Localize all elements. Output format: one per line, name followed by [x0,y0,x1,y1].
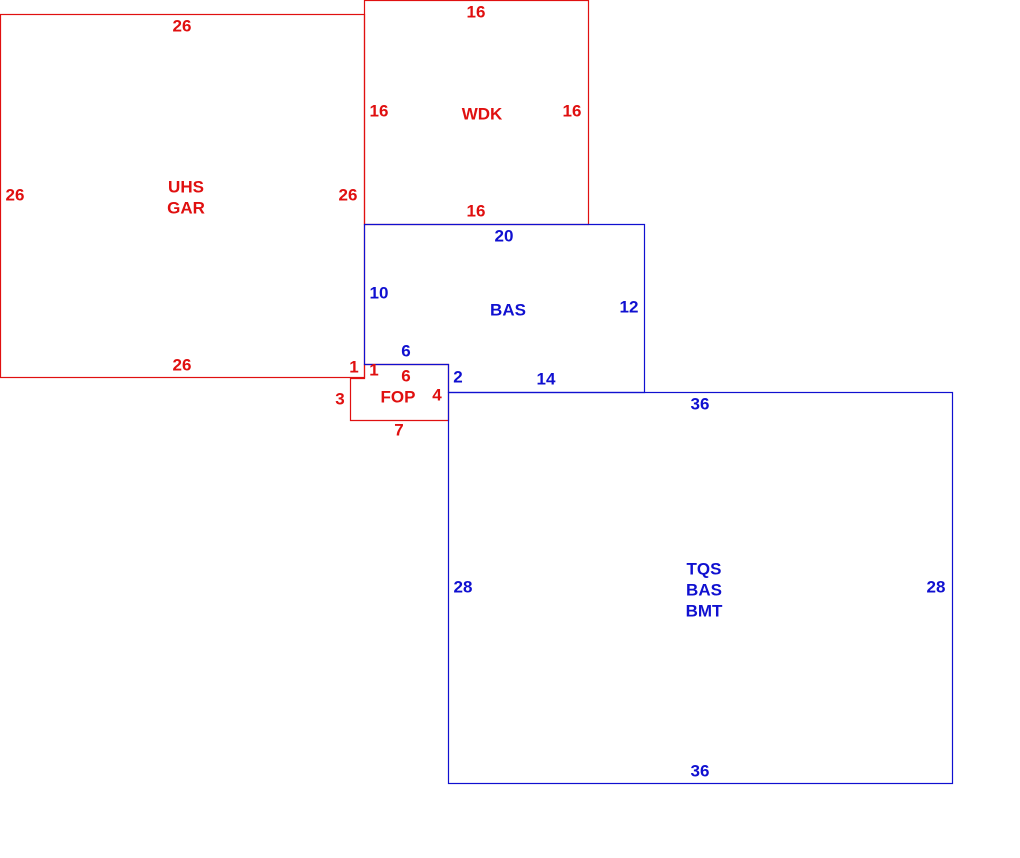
fop-left-dim: 3 [335,389,344,408]
tqs-left-dim: 28 [454,577,473,596]
uhs-right-dim: 26 [339,185,358,204]
tqs-bmt-label: BMT [686,601,723,620]
fop-top-dim: 6 [401,366,410,385]
tqs-bas-label: BAS [686,580,722,599]
bas-left-dim: 10 [370,283,389,302]
wdk-right-dim: 16 [563,101,582,120]
wdk-left-dim: 16 [370,101,389,120]
area-tqs[interactable] [447,391,954,785]
tqs-right-dim: 28 [927,577,946,596]
fop-right-dim: 4 [432,385,442,404]
gar-label: GAR [167,198,205,217]
bas-label: BAS [490,300,526,319]
bas-top-dim: 20 [495,226,514,245]
bas-step-side-dim: 2 [453,367,462,386]
uhs-left-dim: 26 [6,185,25,204]
fop-step-dim-a: 1 [369,360,378,379]
fop-label: FOP [381,387,416,406]
wdk-bottom-dim: 16 [467,201,486,220]
fop-step-dim-b: 1 [349,357,358,376]
uhs-label: UHS [168,177,204,196]
tqs-top-dim: 36 [691,394,710,413]
wdk-top-dim: 16 [467,2,486,21]
tqs-bottom-dim: 36 [691,761,710,780]
bas-right-dim: 12 [620,297,639,316]
bas-step-top-dim: 6 [401,341,410,360]
uhs-top-dim: 26 [173,16,192,35]
wdk-label: WDK [462,104,503,123]
tqs-label: TQS [687,559,722,578]
bas-bottom-dim: 14 [537,369,556,388]
uhs-bottom-dim: 26 [173,355,192,374]
fop-bottom-dim: 7 [394,420,403,439]
